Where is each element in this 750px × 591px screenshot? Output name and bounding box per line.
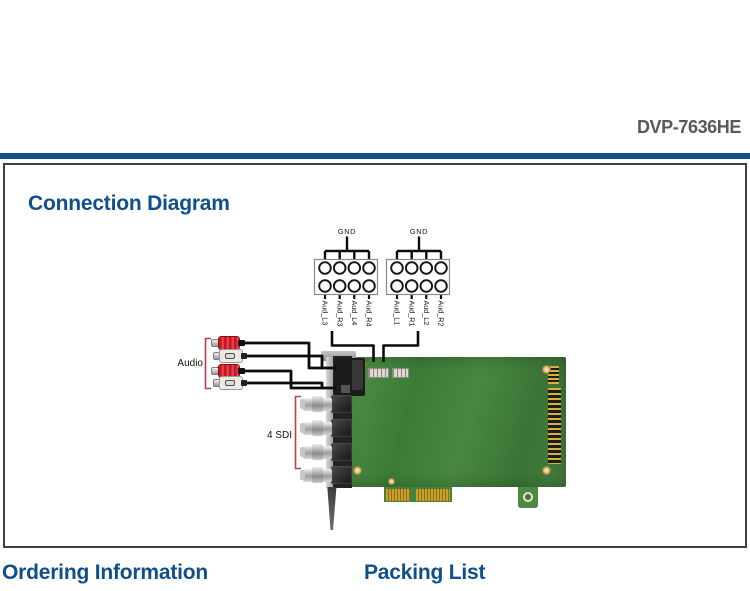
- pcie-edge-connector: [384, 487, 452, 502]
- pcb-board: [345, 357, 566, 487]
- bnc-connector-2: [300, 419, 352, 437]
- board-edge-header-small: [548, 366, 559, 384]
- bnc-connector-4: [300, 466, 352, 484]
- connection-diagram-title: Connection Diagram: [28, 192, 230, 215]
- header-rule: [0, 153, 750, 159]
- pcie-gold-fingers: [416, 489, 450, 501]
- ordering-information-title: Ordering Information: [2, 561, 209, 584]
- bnc-connector-1: [300, 395, 352, 413]
- bnc-connector-3: [300, 443, 352, 461]
- rca-plug-white-1: [213, 350, 247, 362]
- pin-header-right: [392, 368, 409, 378]
- rca-plug-red-2: [211, 365, 245, 377]
- rca-plug-red-1: [211, 337, 245, 349]
- audio-jack-detail: [352, 360, 363, 390]
- audio-jack-detail: [341, 385, 350, 393]
- screw-hole: [542, 466, 551, 475]
- screw-hole: [388, 478, 395, 485]
- screw-hole: [353, 466, 362, 475]
- screw-hole: [542, 365, 551, 374]
- rca-plug-white-2: [213, 377, 247, 389]
- mount-hole: [523, 492, 533, 502]
- model-number: DVP-7636HE: [636, 117, 741, 137]
- pcie-gold-fingers: [386, 489, 410, 501]
- bracket-foot: [327, 487, 337, 530]
- pin-header-left: [368, 368, 389, 378]
- packing-list-title: Packing List: [364, 561, 486, 584]
- audio-jack-connector: [334, 358, 365, 396]
- board-mount-tab: [518, 487, 538, 508]
- board-edge-header: [548, 388, 561, 464]
